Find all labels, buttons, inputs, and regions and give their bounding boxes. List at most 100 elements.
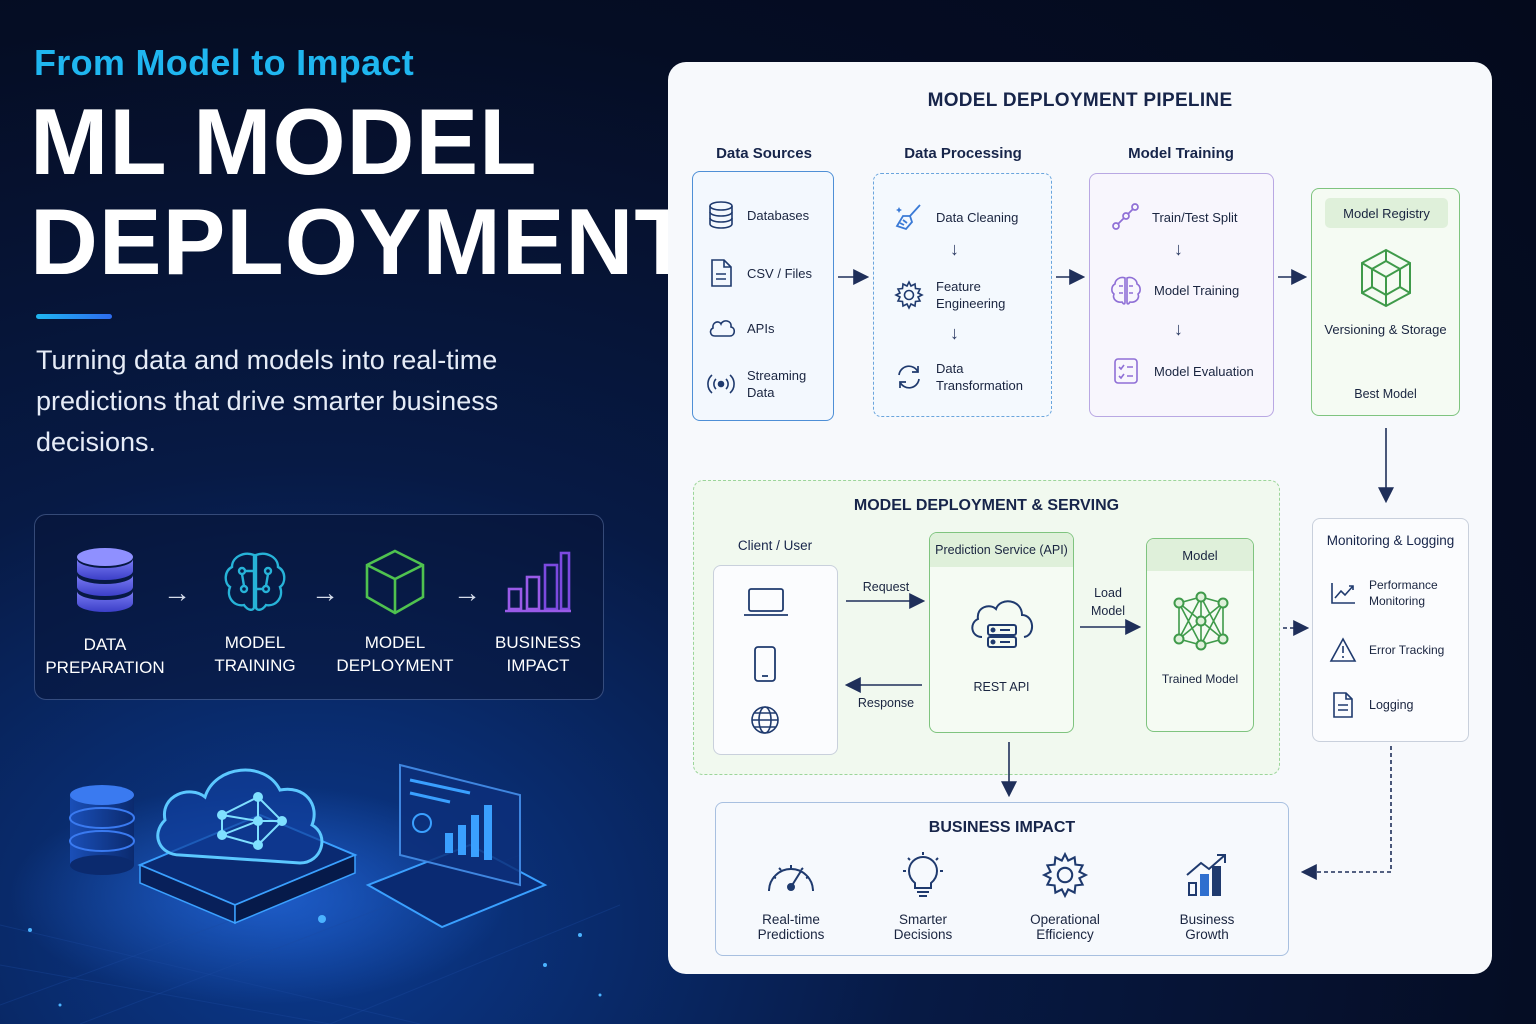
flow-label-1: MODEL (364, 633, 426, 652)
arrow-right-icon: → (311, 577, 339, 608)
business-impact-box: BUSINESS IMPACT Real-time Predictions Sm… (715, 802, 1289, 956)
brain-icon (224, 552, 286, 611)
globe-icon (751, 706, 779, 734)
monitoring-label: Logging (1369, 697, 1414, 712)
monitoring-error-tracking: Error Tracking (1329, 637, 1444, 663)
client-box (713, 565, 838, 755)
impact-label: Smarter Decisions (893, 912, 953, 942)
model-registry-box: Model Registry Versioning & Storage Best… (1311, 188, 1460, 416)
arrow-down-icon: ↓ (1174, 239, 1183, 259)
checklist-icon (1114, 358, 1138, 384)
load-model-label: Load Model (1090, 586, 1126, 618)
processing-feature-engineering: Feature Engineering (894, 278, 1044, 312)
flow-label-2: TRAINING (214, 656, 296, 675)
pipeline-title: MODEL DEPLOYMENT PIPELINE (927, 90, 1233, 111)
streaming-signal-icon (707, 374, 735, 394)
training-label: Train/Test Split (1152, 209, 1238, 225)
source-apis: APIs (707, 316, 774, 340)
hero-title: ML MODEL DEPLOYMENT (30, 92, 693, 292)
line-chart-icon (1331, 583, 1355, 604)
flow-label-1: MODEL (224, 633, 286, 652)
response-label: Response (857, 696, 915, 710)
warning-icon (1329, 637, 1357, 662)
processing-data-cleaning: Data Cleaning (894, 202, 1018, 232)
broom-icon (895, 204, 921, 231)
processing-label: Feature Engineering (936, 279, 1006, 311)
rest-api-label: REST API (973, 680, 1030, 694)
data-processing-box: Data Cleaning ↓ Feature Engineering ↓ Da… (873, 173, 1052, 417)
source-streaming-data: Streaming Data (707, 367, 827, 401)
trained-model-label: Trained Model (1161, 672, 1239, 686)
arrow-down-icon: ↓ (1174, 319, 1183, 339)
training-train-test-split: Train/Test Split (1110, 202, 1238, 232)
flow-step-model-training: MODEL TRAINING (185, 547, 325, 677)
bar-chart-icon (505, 551, 571, 613)
monitoring-performance: Performance Monitoring (1329, 577, 1469, 609)
accent-divider (36, 314, 112, 319)
impact-business-growth: Business Growth (1162, 851, 1252, 942)
gear-icon (1041, 851, 1089, 899)
laptop-icon (744, 588, 788, 616)
model-registry-header: Model Registry (1325, 198, 1448, 228)
refresh-icon (898, 365, 920, 389)
impact-operational-efficiency: Operational Efficiency (1010, 851, 1120, 942)
impact-label: Real-time Predictions (757, 912, 825, 942)
arrow-down-icon: ↓ (950, 239, 959, 259)
registry-caption: Versioning & Storage (1324, 322, 1447, 337)
training-model-training: Model Training (1110, 274, 1239, 306)
monitoring-box: Monitoring & Logging Performance Monitor… (1312, 518, 1469, 742)
lightbulb-icon (903, 852, 943, 897)
speedometer-icon (768, 865, 814, 892)
flow-label-2: PREPARATION (45, 658, 165, 677)
model-header: Model (1147, 539, 1253, 571)
request-label: Request (862, 580, 910, 594)
hero-title-line1: ML MODEL (30, 89, 538, 194)
database-icon (77, 548, 133, 612)
neural-network-icon (1173, 591, 1229, 651)
business-impact-title: BUSINESS IMPACT (928, 819, 1076, 836)
cloud-icon (709, 320, 736, 337)
document-icon (1333, 692, 1353, 718)
registry-best-model: Best Model (1354, 387, 1417, 401)
brain-icon (1111, 276, 1141, 305)
training-label: Model Evaluation (1154, 363, 1254, 379)
impact-label: Business Growth (1179, 912, 1235, 942)
arrow-right-icon: → (453, 577, 481, 608)
hero-eyebrow: From Model to Impact (34, 42, 415, 83)
processing-data-transformation: Data Transformation (894, 360, 1049, 394)
processing-label: Data Cleaning (936, 209, 1019, 225)
cloud-platform-illustration (0, 763, 620, 1024)
data-processing-title: Data Processing (904, 145, 1022, 162)
model-training-box: Train/Test Split ↓ Model Training ↓ Mode… (1089, 173, 1274, 417)
model-box: Model Trained Model (1146, 538, 1254, 732)
arrow-right-icon: → (163, 577, 191, 608)
data-sources-box: Databases CSV / Files APIs Streaming Dat… (692, 171, 834, 421)
training-label: Model Training (1154, 282, 1240, 298)
serving-title: MODEL DEPLOYMENT & SERVING (853, 497, 1120, 514)
training-model-evaluation: Model Evaluation (1112, 356, 1254, 386)
hero-subtitle: Turning data and models into real-time p… (36, 345, 499, 457)
monitoring-label: Performance Monitoring (1369, 578, 1438, 608)
data-sources-title: Data Sources (716, 145, 812, 162)
file-icon (711, 259, 732, 287)
cloud-server-icon (971, 600, 1033, 648)
flow-step-model-deployment: MODEL DEPLOYMENT (325, 547, 465, 677)
flow-label-1: BUSINESS (495, 633, 581, 652)
flow-label-2: DEPLOYMENT (336, 656, 454, 675)
monitoring-label: Error Tracking (1369, 642, 1445, 657)
flow-label-2: IMPACT (506, 656, 570, 675)
source-databases: Databases (707, 200, 809, 230)
source-label: CSV / Files (747, 265, 813, 281)
flow-label-1: DATA (83, 635, 127, 654)
model-training-title: Model Training (1128, 145, 1234, 162)
gear-icon (894, 280, 924, 310)
growth-chart-icon (1186, 854, 1226, 896)
impact-label: Operational Efficiency (1030, 912, 1100, 942)
split-nodes-icon (1112, 203, 1139, 230)
flow-step-data-preparation: DATA PREPARATION (35, 547, 175, 679)
hero-title-line2: DEPLOYMENT (30, 189, 693, 294)
model-package-icon (1361, 248, 1411, 308)
processing-label: Data Transformation (936, 361, 1023, 393)
pipeline-diagram-panel: MODEL DEPLOYMENT PIPELINE Data Sources D… (668, 62, 1492, 974)
impact-realtime-predictions: Real-time Predictions (744, 853, 838, 942)
